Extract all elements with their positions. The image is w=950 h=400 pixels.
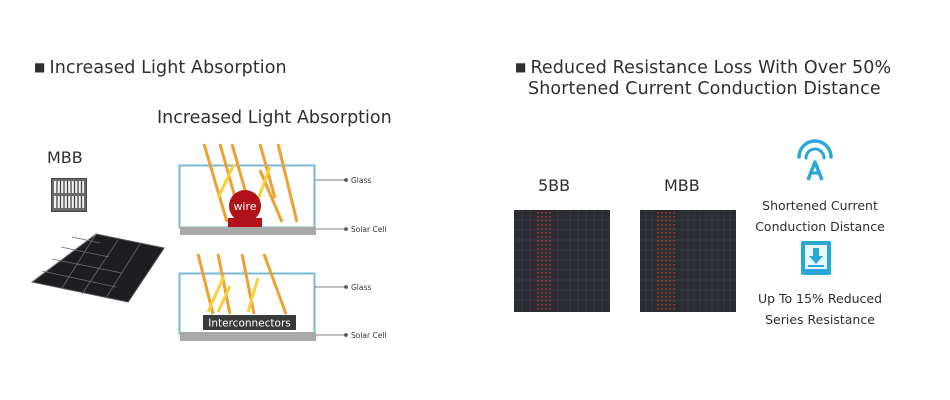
bullet-icon: ■ (34, 60, 46, 74)
module-label: MBB (47, 148, 83, 167)
benefit2-caption: Up To 15% Reduced Series Resistance (740, 288, 900, 330)
solar-panel-image (30, 233, 165, 303)
cell-thumbnail-icon (51, 178, 87, 212)
benefit1-line2: Conduction Distance (755, 219, 885, 234)
benefit2-line2: Series Resistance (765, 312, 875, 327)
download-box-icon (801, 241, 831, 275)
interconnector-cross-section-diagram: Interconnectors Glass Solar Cell (178, 253, 387, 341)
cell-5bb-label: 5BB (538, 176, 571, 195)
benefit2-line1: Up To 15% Reduced (757, 291, 883, 306)
glass-label: Glass (351, 176, 371, 185)
interconnectors-bar (203, 315, 296, 330)
solar-cell-label: Solar Cell (351, 225, 387, 234)
cell-5bb-image (514, 210, 610, 312)
solar-cell-layer (180, 227, 316, 235)
benefit1-line1: Shortened Current (762, 198, 878, 213)
diagram-title: Increased Light Absorption (157, 108, 392, 128)
solar-cell-layer (180, 332, 316, 341)
right-heading-line2: Shortened Current Conduction Distance (528, 79, 881, 99)
wire-label: wire (233, 200, 256, 213)
glass-label: Glass (351, 283, 371, 292)
interconnectors-label: Interconnectors (208, 318, 290, 330)
cell-mbb-label: MBB (664, 176, 700, 195)
benefit1-caption: Shortened Current Conduction Distance (740, 195, 900, 237)
right-heading-line1: Reduced Resistance Loss With Over 50% (530, 58, 892, 78)
cell-mbb-image (640, 210, 736, 312)
solar-cell-label: Solar Cell (351, 331, 387, 340)
wire-shape (229, 190, 261, 222)
bullet-icon: ■ (515, 60, 527, 74)
antenna-a-icon (797, 139, 833, 181)
left-heading: ■Increased Light Absorption (34, 57, 287, 79)
left-heading-text: Increased Light Absorption (49, 58, 287, 78)
wire-cross-section-diagram: wire Glass Solar Cell (178, 143, 387, 235)
right-heading: ■Reduced Resistance Loss With Over 50% S… (515, 57, 891, 100)
